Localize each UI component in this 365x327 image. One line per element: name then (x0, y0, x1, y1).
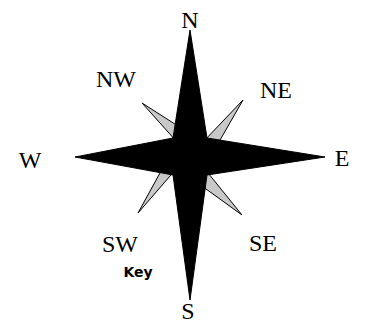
direction-label: N (181, 8, 198, 32)
direction-label: SE (249, 231, 277, 255)
direction-label: NW (96, 67, 136, 91)
cardinal-points (75, 30, 325, 300)
direction-label: S (181, 299, 194, 323)
direction-label: W (19, 148, 42, 172)
direction-label: NE (260, 78, 292, 102)
center-disc (165, 131, 215, 181)
key-label: Key (123, 265, 152, 279)
direction-label: E (335, 146, 350, 170)
direction-label: SW (102, 232, 138, 256)
